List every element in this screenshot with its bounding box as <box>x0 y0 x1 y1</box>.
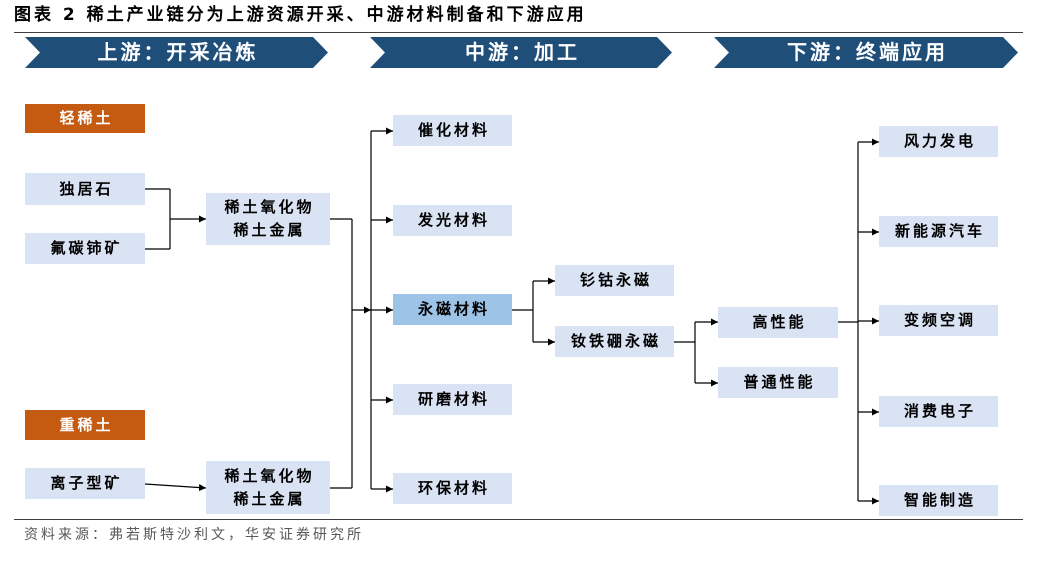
node-label: 钐钴永磁 <box>579 271 652 289</box>
node-standard-performance: 普通性能 <box>718 367 838 398</box>
node-label-line: 稀土金属 <box>233 221 306 239</box>
node-ionic-clay-ore: 离子型矿 <box>25 468 145 499</box>
node-permanent-magnet-materials: 永磁材料 <box>393 294 512 325</box>
stage-label: 下游：终端应用 <box>787 40 948 64</box>
arrow-to-heavy-products <box>144 483 207 492</box>
node-label: 风力发电 <box>903 132 976 150</box>
node-smart-manufacturing: 智能制造 <box>879 485 998 516</box>
node-label: 智能制造 <box>903 491 976 509</box>
node-label-line: 稀土氧化物 <box>224 466 315 485</box>
node-label: 消费电子 <box>903 402 976 420</box>
node-environmental-materials: 环保材料 <box>393 473 512 504</box>
node-ndfeb-magnet: 钕铁硼永磁 <box>555 326 674 357</box>
node-label: 离子型矿 <box>50 474 123 492</box>
stage-label: 上游：开采冶炼 <box>97 40 259 64</box>
node-inverter-ac: 变频空调 <box>879 305 998 336</box>
node-label: 普通性能 <box>743 373 816 391</box>
node-label: 发光材料 <box>417 211 490 229</box>
node-new-energy-vehicles: 新能源汽车 <box>879 216 998 247</box>
node-smco-magnet: 钐钴永磁 <box>555 265 674 296</box>
node-label: 新能源汽车 <box>894 222 985 240</box>
node-high-performance: 高性能 <box>718 307 838 338</box>
node-consumer-electronics: 消费电子 <box>879 396 998 427</box>
node-label: 钕铁硼永磁 <box>570 332 661 350</box>
category-label-light-rare-earth: 轻稀土 <box>25 104 145 133</box>
stage-banner-midstream: 中游：加工 <box>370 37 672 68</box>
node-catalytic-materials: 催化材料 <box>393 115 512 146</box>
node-bastnaesite: 氟碳铈矿 <box>25 233 145 264</box>
node-monazite: 独居石 <box>25 173 145 205</box>
node-label: 高性能 <box>752 313 807 331</box>
category-label-heavy-rare-earth: 重稀土 <box>25 410 145 440</box>
node-label: 重稀土 <box>59 415 114 434</box>
node-light-oxides-metals: 稀土氧化物 稀土金属 <box>206 193 330 245</box>
node-label: 氟碳铈矿 <box>50 239 123 257</box>
title-divider <box>14 32 1023 33</box>
footer-divider <box>14 519 1023 520</box>
node-label: 研磨材料 <box>417 390 490 408</box>
node-polishing-materials: 研磨材料 <box>393 384 512 415</box>
stage-banner-downstream: 下游：终端应用 <box>714 37 1018 68</box>
node-wind-power: 风力发电 <box>879 126 998 157</box>
stage-label: 中游：加工 <box>465 40 580 64</box>
node-luminescent-materials: 发光材料 <box>393 205 512 236</box>
node-heavy-oxides-metals: 稀土氧化物 稀土金属 <box>206 461 330 514</box>
stage-banner-upstream: 上游：开采冶炼 <box>25 37 328 68</box>
node-label: 催化材料 <box>417 121 490 139</box>
node-label: 轻稀土 <box>59 109 114 127</box>
node-label-line: 稀土金属 <box>233 489 306 508</box>
figure-title: 图表 2 稀土产业链分为上游资源开采、中游材料制备和下游应用 <box>14 5 587 25</box>
node-label-line: 稀土氧化物 <box>224 198 315 216</box>
node-label: 变频空调 <box>903 311 976 329</box>
node-label: 永磁材料 <box>417 300 490 318</box>
node-label: 环保材料 <box>417 479 490 497</box>
node-label: 独居石 <box>59 179 114 198</box>
source-note: 资料来源：弗若斯特沙利文，华安证券研究所 <box>24 527 364 543</box>
